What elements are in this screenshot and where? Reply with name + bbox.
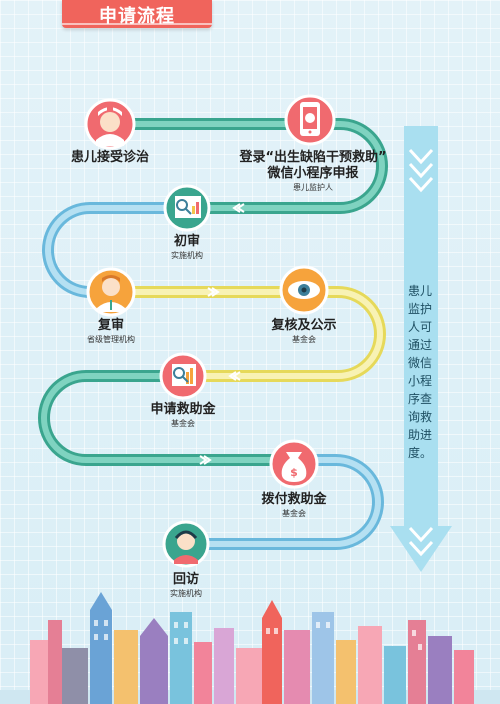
chart-search-icon [159,352,207,400]
step-3-sub: 实施机构 [171,251,203,260]
step-7-sub: 基金会 [282,509,306,518]
step-1-title: 患儿接受诊治 [70,150,149,165]
step-2-title-line2: 微信小程序申报 [267,166,359,181]
phone-app-icon [284,94,336,146]
side-note: 患儿监护人可通过微信小程序查询救助进度。 [408,284,433,460]
magnifier-report-icon [163,184,211,232]
step-4-title: 复审 [97,318,124,333]
step-6-sub: 基金会 [171,419,195,428]
step-2: 登录“出生缺陷干预救助” 微信小程序申报 患儿监护人 [218,150,408,194]
step-4-sub: 省级管理机构 [87,335,135,344]
money-bag-icon: $ [269,439,319,489]
step-7-title: 拨付救助金 [261,492,327,507]
step-6: 申请救助金 基金会 [138,402,228,430]
step-1: 患儿接受诊治 [50,150,170,166]
flow-path [38,118,388,550]
progress-arrow [390,126,452,572]
step-5-title: 复核及公示 [271,318,337,333]
nurse-icon [84,98,136,150]
title-banner: 申请流程 [62,0,212,28]
step-7: 拨付救助金 基金会 [249,492,339,520]
step-2-title: 登录“出生缺陷干预救助” [239,150,387,165]
customer-service-icon [162,520,210,568]
path-chevrons [199,203,245,465]
banner-stripe [62,23,212,25]
step-8-sub: 实施机构 [170,589,202,598]
step-5-sub: 基金会 [292,335,316,344]
svg-text:$: $ [290,466,298,479]
page-title: 申请流程 [99,6,175,27]
city-skyline [0,592,500,704]
step-6-title: 申请救助金 [150,402,216,417]
step-3-title: 初审 [173,234,200,249]
step-2-sub: 患儿监护人 [293,183,333,192]
step-3: 初审 实施机构 [147,234,227,262]
doctor-icon [86,267,136,317]
step-8: 回访 实施机构 [146,572,226,600]
eye-icon [279,265,329,315]
step-4: 复审 省级管理机构 [71,318,151,346]
step-8-title: 回访 [172,572,199,587]
step-5: 复核及公示 基金会 [254,318,354,346]
